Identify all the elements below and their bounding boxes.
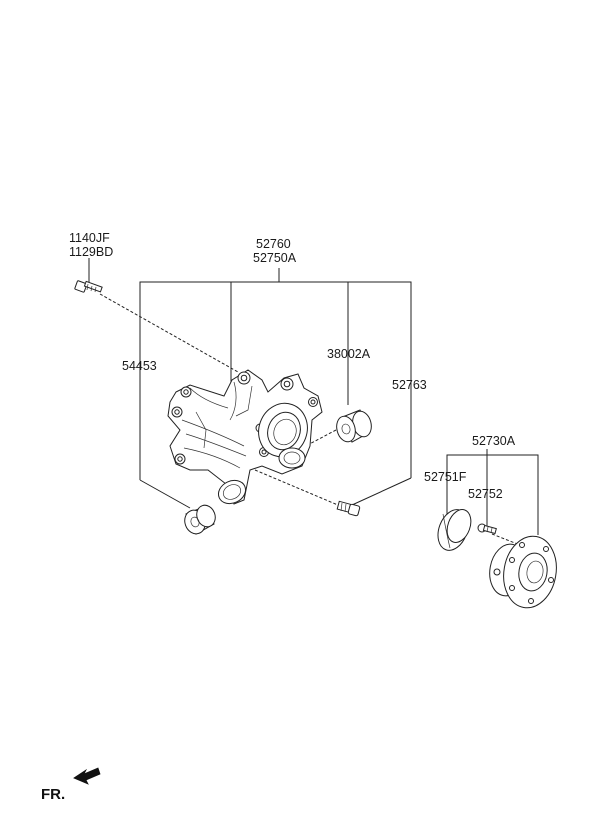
bolt-1140jf (74, 280, 103, 293)
leader-lines (88, 258, 539, 546)
front-direction-indicator: FR. (41, 767, 101, 803)
label-52750a: 52750A (253, 251, 297, 265)
label-52763: 52763 (392, 378, 427, 392)
label-52760: 52760 (256, 237, 291, 251)
bolt-52763 (336, 500, 361, 517)
bushing-54453 (184, 504, 216, 535)
front-arrow-icon (73, 767, 101, 785)
label-52751f: 52751F (424, 470, 467, 484)
cap-52751f (437, 509, 472, 551)
knuckle-52760 (167, 369, 323, 505)
label-52752: 52752 (468, 487, 503, 501)
label-52730a: 52730A (472, 434, 516, 448)
label-54453: 54453 (122, 359, 157, 373)
hub-bolt-52752 (477, 523, 497, 535)
bushing-38002a (336, 409, 372, 443)
label-38002a: 38002A (327, 347, 371, 361)
label-1140jf: 1140JF (69, 231, 110, 245)
hub-assembly-52730a (489, 535, 557, 609)
front-direction-label: FR. (41, 786, 65, 803)
label-1129bd: 1129BD (69, 245, 113, 259)
